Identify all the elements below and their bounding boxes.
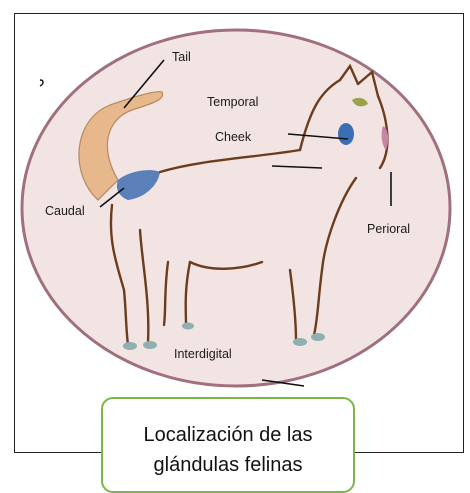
perioral-gland: [381, 126, 389, 150]
temporal-gland: [352, 97, 368, 107]
label-tail: Tail: [172, 50, 191, 64]
paw-glands: [123, 322, 325, 350]
pointer-lines: [99, 59, 392, 387]
label-cheek: Cheek: [215, 130, 252, 144]
cat-outline: [109, 63, 389, 347]
tail-pointer: [123, 59, 165, 109]
caudal-pointer: [99, 187, 125, 208]
label-temporal: Temporal: [207, 95, 259, 109]
label-perioral: Perioral: [367, 222, 411, 236]
temporal-pointer: [271, 165, 323, 169]
interdigital-pointer: [261, 379, 305, 387]
small-mark: [39, 79, 44, 87]
cheek-pointer: [287, 133, 349, 140]
caption-box: [101, 397, 355, 493]
cat-tail: [78, 91, 164, 201]
cheek-gland: [338, 123, 354, 145]
label-caudal: Caudal: [45, 204, 85, 218]
caudal-gland: [116, 170, 160, 200]
caption: Localización de las glándulas felinas: [101, 420, 355, 480]
caption-line-2: glándulas felinas: [153, 454, 303, 476]
label-interdigital: Interdigital: [174, 347, 232, 361]
caption-line-1: Localización de las: [143, 424, 313, 446]
oval-background: [20, 28, 452, 388]
